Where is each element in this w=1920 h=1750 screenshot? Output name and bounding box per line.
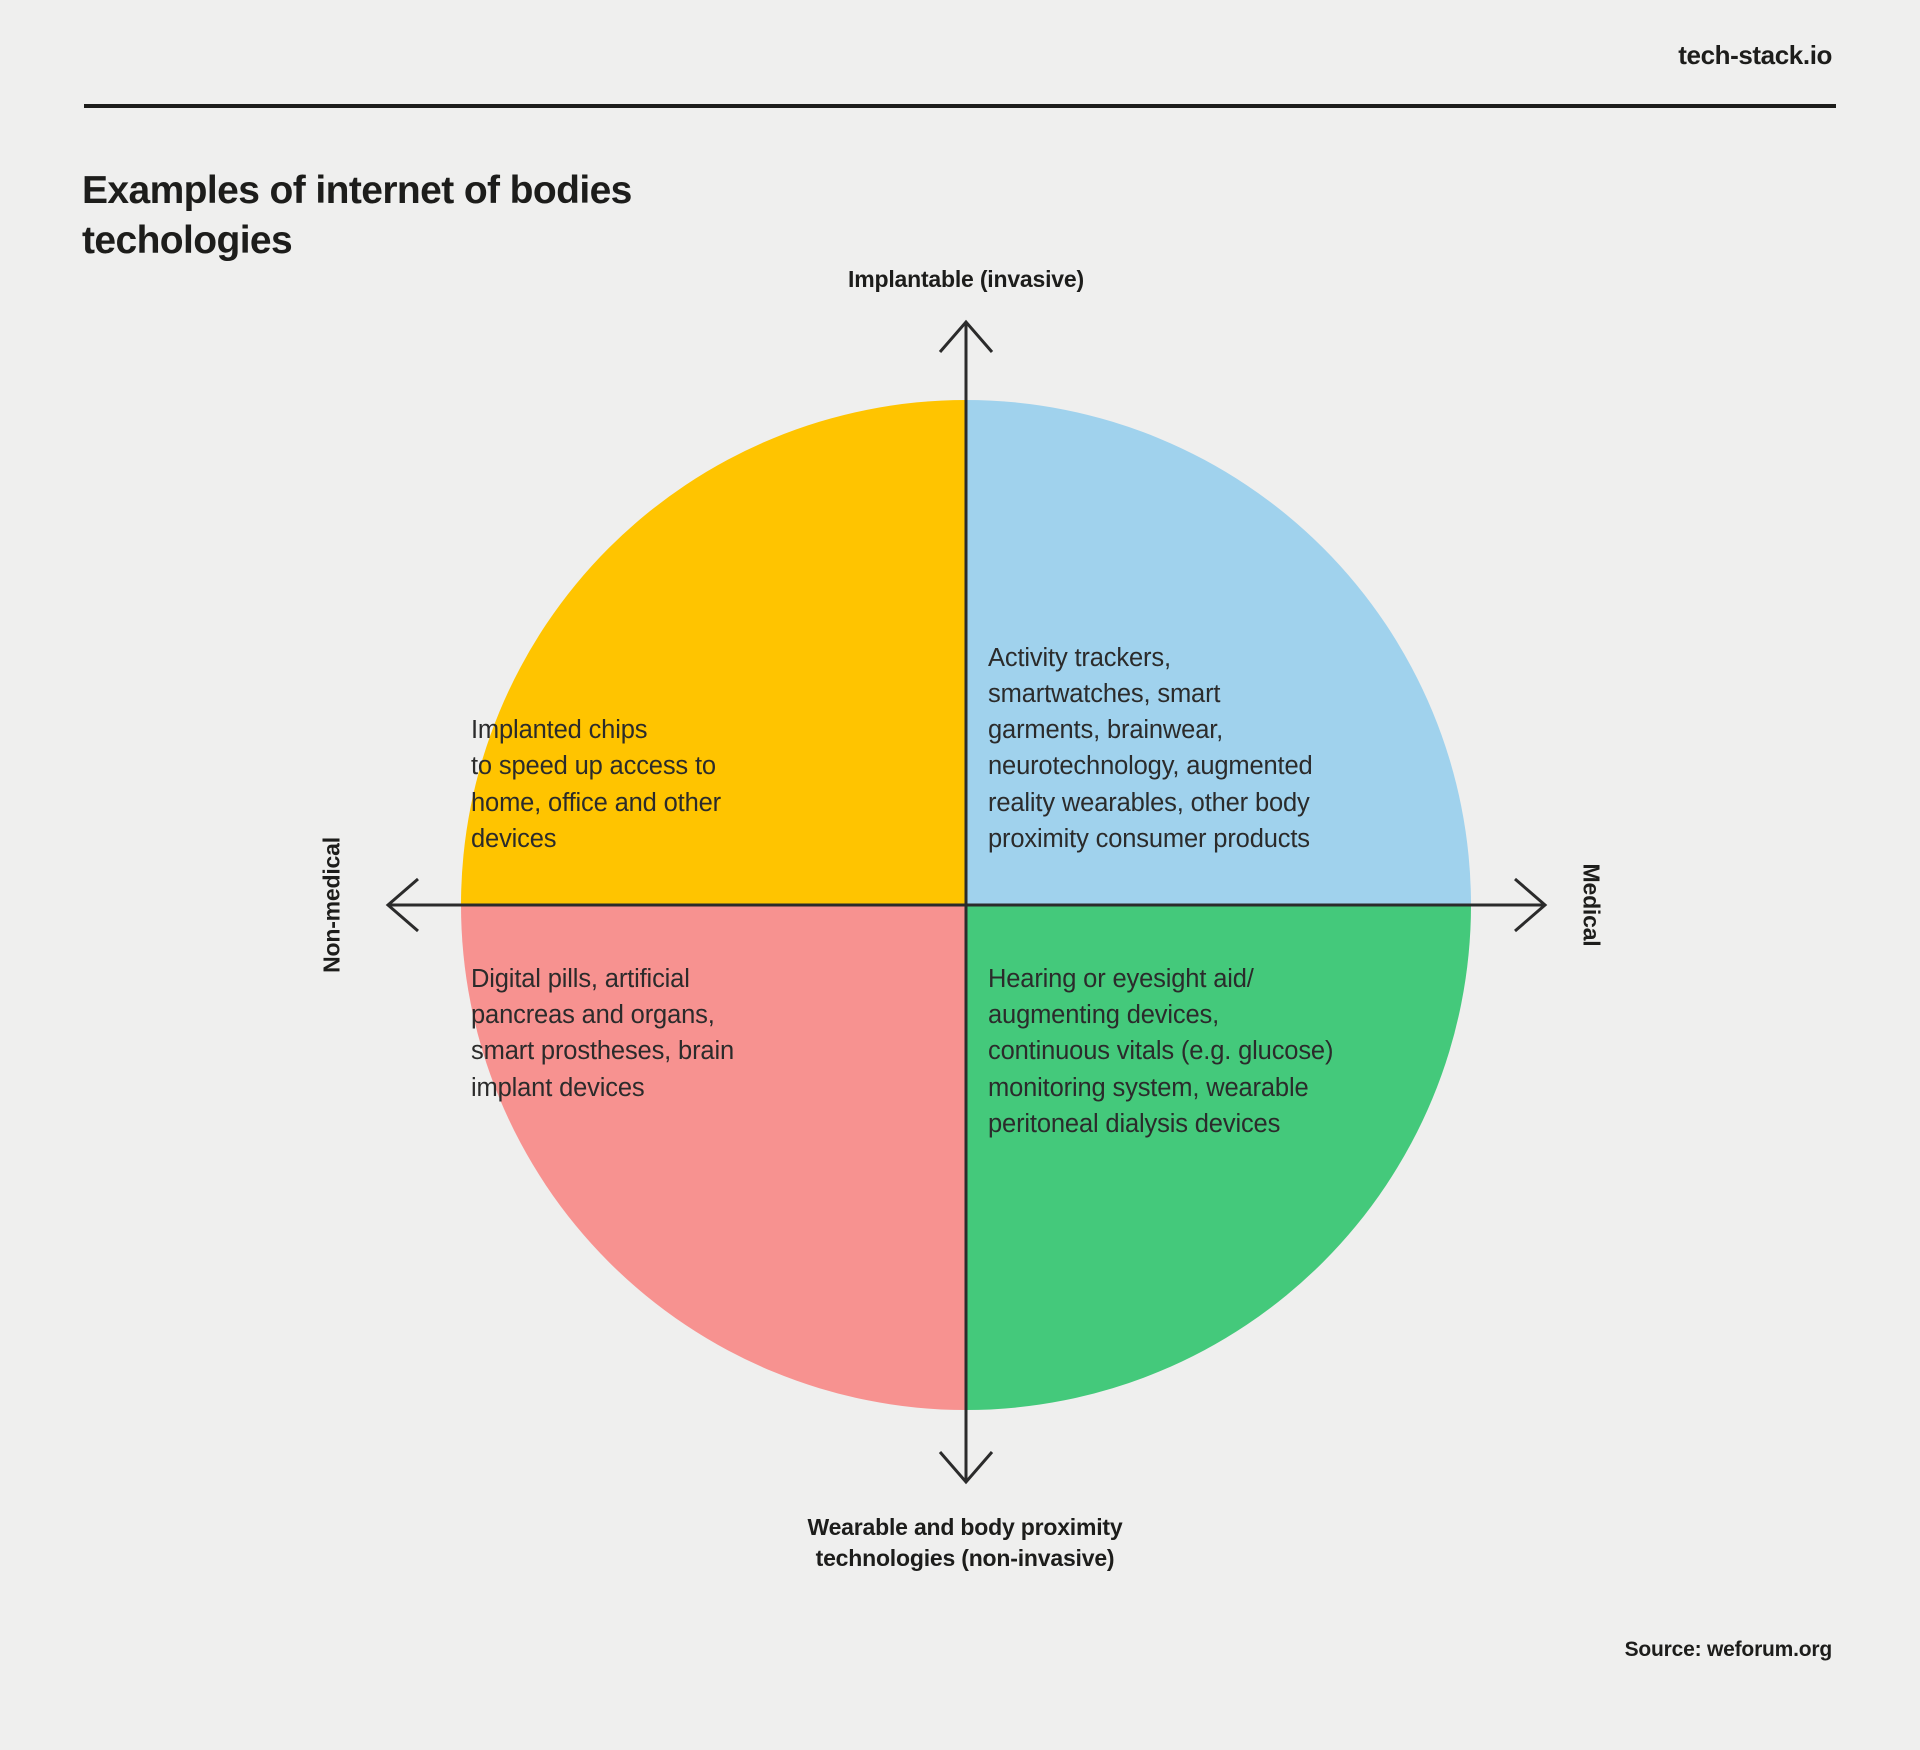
quadrant-medical-wearable: Hearing or eyesight aid/ augmenting devi… bbox=[966, 905, 1471, 1410]
page-title: Examples of internet of bodies techologi… bbox=[82, 169, 632, 262]
quadrant-text-non-medical-wearable: Digital pills, artificial pancreas and o… bbox=[471, 965, 734, 1102]
quadrant-non-medical-implantable: Implanted chips to speed up access to ho… bbox=[461, 400, 966, 905]
axis-label-implantable: Implantable (invasive) bbox=[848, 266, 1084, 292]
arrow-up-icon bbox=[938, 319, 994, 353]
quadrant-text-medical-implantable: Activity trackers, smartwatches, smart g… bbox=[988, 643, 1313, 853]
quadrant-text-medical-wearable: Hearing or eyesight aid/ augmenting devi… bbox=[988, 965, 1334, 1138]
quadrant-circle: Implanted chips to speed up access to ho… bbox=[461, 400, 1471, 1410]
header-divider bbox=[84, 104, 1836, 108]
quadrant-non-medical-wearable: Digital pills, artificial pancreas and o… bbox=[461, 905, 966, 1410]
quadrant-text-non-medical-implantable: Implanted chips to speed up access to ho… bbox=[471, 716, 721, 853]
arrow-down-icon bbox=[938, 1451, 994, 1485]
quadrant-medical-implantable: Activity trackers, smartwatches, smart g… bbox=[966, 400, 1471, 905]
axis-label-non-medical: Non-medical bbox=[318, 837, 345, 973]
axis-label-medical: Medical bbox=[1578, 863, 1605, 947]
brand-logo: tech-stack.io bbox=[1678, 40, 1832, 70]
source-attribution: Source: weforum.org bbox=[1624, 1638, 1833, 1661]
arrow-right-icon bbox=[1514, 877, 1548, 933]
arrow-left-icon bbox=[385, 877, 419, 933]
axis-label-wearable: Wearable and body proximity technologies… bbox=[807, 1514, 1123, 1572]
